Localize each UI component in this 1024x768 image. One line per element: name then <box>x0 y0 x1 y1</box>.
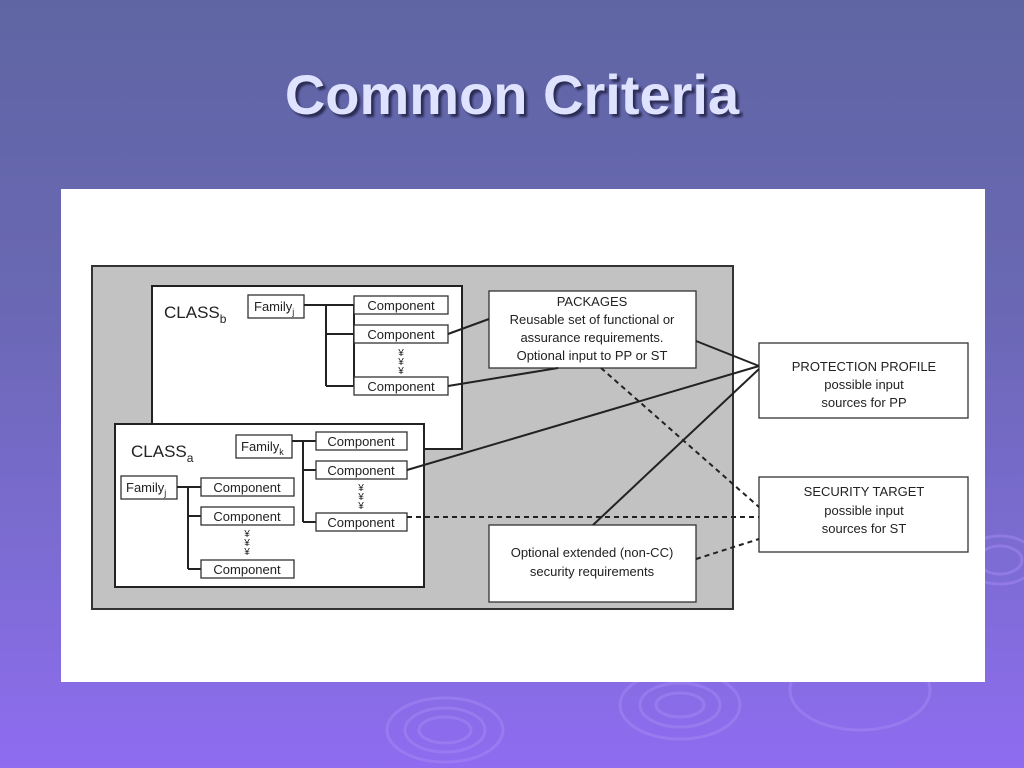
class-a-j-component-1 <box>200 477 295 497</box>
class-a-j-ellipsis-2: ¥ <box>243 538 250 549</box>
class-b-component-1-label: Component <box>367 298 435 313</box>
class-a-k-ellipsis-1: ¥ <box>357 483 364 494</box>
class-a-k-component-3-label: Component <box>327 515 395 530</box>
protection-profile-box <box>758 342 969 419</box>
class-a-j-ellipsis-1: ¥ <box>243 529 250 540</box>
extended-line-1: Optional extended (non-CC) <box>511 545 674 560</box>
common-criteria-diagram: CLASSb Familyj Component Component ¥ ¥ ¥… <box>91 265 969 610</box>
class-a-j-component-2-label: Component <box>213 509 281 524</box>
protection-profile-line-1: PROTECTION PROFILE <box>792 359 937 374</box>
protection-profile-line-3: sources for PP <box>821 395 906 410</box>
packages-line-2: Reusable set of functional or <box>510 312 675 327</box>
class-b-component-2-label: Component <box>367 327 435 342</box>
class-a-k-component-1 <box>315 431 408 451</box>
class-a-family-j-label: Familyj <box>126 480 166 498</box>
packages-line-3: assurance requirements. <box>520 330 663 345</box>
class-b-tree <box>304 304 355 386</box>
class-b-family-box <box>247 294 305 319</box>
class-a-k-component-1-label: Component <box>327 434 395 449</box>
class-b-component-3-label: Component <box>367 379 435 394</box>
class-a-k-component-3 <box>315 512 408 532</box>
extended-line-2: security requirements <box>530 564 655 579</box>
security-target-line-2: possible input <box>824 503 904 518</box>
solid-connectors <box>406 318 760 526</box>
class-b-label: CLASSb <box>164 303 227 326</box>
extended-requirements-box <box>488 524 697 603</box>
slide-title: Common Criteria <box>284 63 740 126</box>
class-a-j-component-3-label: Component <box>213 562 281 577</box>
class-b-ellipsis-2: ¥ <box>397 357 404 368</box>
class-a-family-k-label: Familyk <box>241 439 284 457</box>
class-a-k-ellipsis-2: ¥ <box>357 492 364 503</box>
diagram-panel: CLASSb Familyj Component Component ¥ ¥ ¥… <box>61 189 985 682</box>
class-a-j-component-2 <box>200 506 295 526</box>
class-b-ellipsis-1: ¥ <box>397 348 404 359</box>
security-target-line-3: sources for ST <box>822 521 907 536</box>
packages-line-1: PACKAGES <box>557 294 628 309</box>
class-a-family-k-box <box>235 434 293 459</box>
class-b-ellipsis-3: ¥ <box>397 366 404 377</box>
protection-profile-line-2: possible input <box>824 377 904 392</box>
class-b-family-label: Familyj <box>254 299 294 317</box>
dashed-connectors <box>407 367 760 560</box>
class-a-k-ellipsis-3: ¥ <box>357 501 364 512</box>
security-target-line-1: SECURITY TARGET <box>804 484 925 499</box>
class-a-label: CLASSa <box>131 442 194 465</box>
class-a-j-component-1-label: Component <box>213 480 281 495</box>
security-target-box <box>758 476 969 553</box>
class-b-component-1 <box>353 295 449 315</box>
packages-line-4: Optional input to PP or ST <box>517 348 668 363</box>
class-a-j-component-3 <box>200 559 295 579</box>
packages-box <box>488 290 697 369</box>
class-a-j-ellipsis-3: ¥ <box>243 547 250 558</box>
class-a-k-component-2-label: Component <box>327 463 395 478</box>
